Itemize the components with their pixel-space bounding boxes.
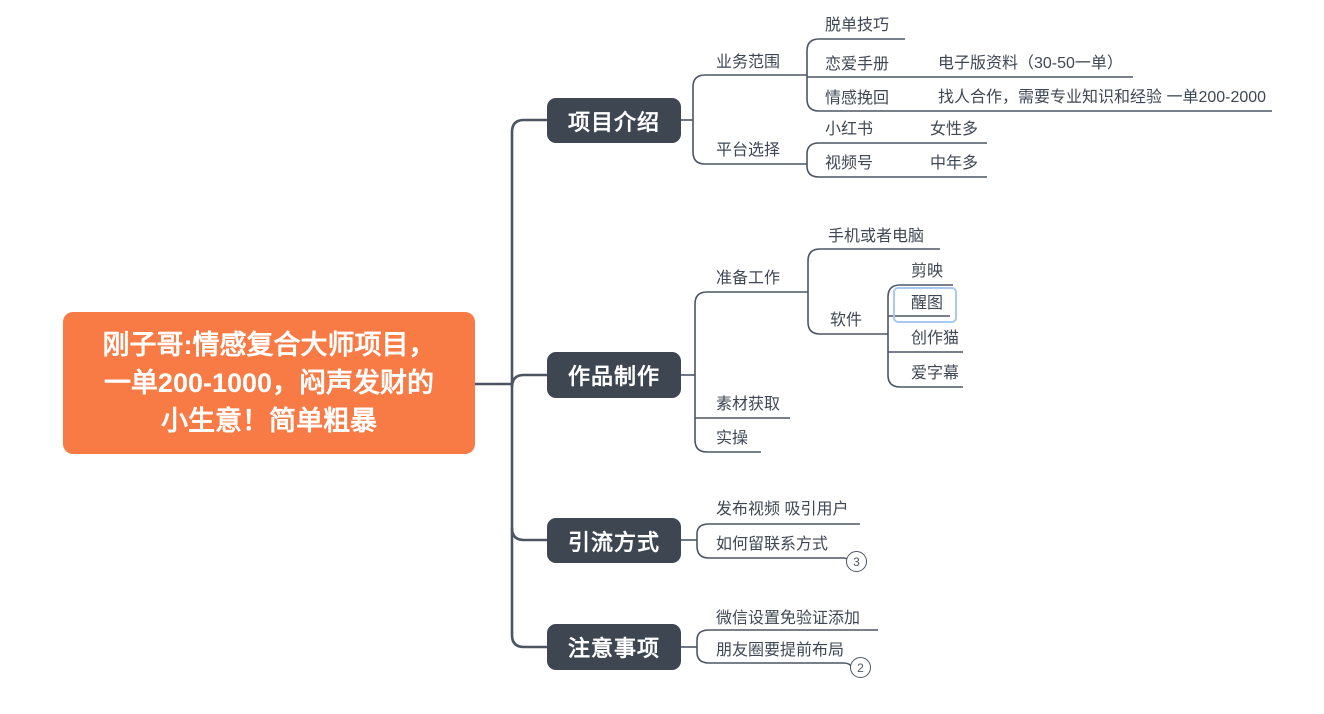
topic-moments-layout[interactable]: 朋友圈要提前布局: [716, 642, 845, 659]
topic-practice[interactable]: 实操: [716, 430, 749, 447]
root-topic-line: 小生意！简单粗暴: [161, 406, 377, 436]
collapsed-count-badge[interactable]: 2: [850, 657, 871, 678]
topic-phone-or-computer[interactable]: 手机或者电脑: [828, 228, 925, 245]
topic-cooperation-note[interactable]: 找人合作，需要专业知识和经验 一单200-2000: [938, 89, 1267, 106]
branch-content-production[interactable]: 作品制作: [547, 352, 681, 398]
content-production-connectors: [681, 248, 963, 453]
topic-video-account[interactable]: 视频号: [825, 155, 874, 172]
branch-precautions[interactable]: 注意事项: [547, 624, 681, 670]
topic-more-middle-aged[interactable]: 中年多: [930, 155, 979, 172]
topic-wechat-no-verify[interactable]: 微信设置免验证添加: [716, 610, 861, 627]
topic-emotion-recovery[interactable]: 情感挽回: [825, 90, 890, 107]
topic-aizimu[interactable]: 爱字幕: [911, 365, 960, 382]
topic-love-manual[interactable]: 恋爱手册: [825, 56, 890, 73]
topic-jianying[interactable]: 剪映: [911, 263, 944, 280]
topic-digital-materials[interactable]: 电子版资料（30-50一单）: [938, 55, 1123, 72]
topic-chuangzuomao[interactable]: 创作猫: [911, 330, 960, 347]
topic-more-women[interactable]: 女性多: [930, 121, 979, 138]
topic-dating-skills[interactable]: 脱单技巧: [825, 17, 890, 34]
topic-xingtu[interactable]: 醒图: [911, 295, 944, 312]
topic-material-acquisition[interactable]: 素材获取: [716, 396, 781, 413]
root-topic-line: 刚子哥:情感复合大师项目，: [102, 330, 436, 360]
topic-preparation[interactable]: 准备工作: [716, 270, 781, 287]
topic-contact-methods[interactable]: 如何留联系方式: [716, 536, 829, 553]
project-intro-connectors: [681, 38, 1272, 178]
selection-highlight: [893, 287, 957, 323]
topic-publish-videos[interactable]: 发布视频 吸引用户: [716, 501, 849, 518]
topic-xiaohongshu[interactable]: 小红书: [825, 121, 874, 138]
branch-project-intro[interactable]: 项目介绍: [547, 98, 681, 143]
topic-software[interactable]: 软件: [830, 312, 863, 329]
root-topic-line: 一单200-1000，闷声发财的: [103, 368, 435, 398]
topic-platform-choice[interactable]: 平台选择: [716, 142, 781, 159]
collapsed-count-badge[interactable]: 3: [846, 551, 867, 572]
topic-business-scope[interactable]: 业务范围: [716, 54, 781, 71]
branch-traffic-methods[interactable]: 引流方式: [547, 518, 681, 563]
root-topic[interactable]: 刚子哥:情感复合大师项目， 一单200-1000，闷声发财的 小生意！简单粗暴: [63, 312, 475, 454]
trunk-connectors: [475, 118, 547, 649]
